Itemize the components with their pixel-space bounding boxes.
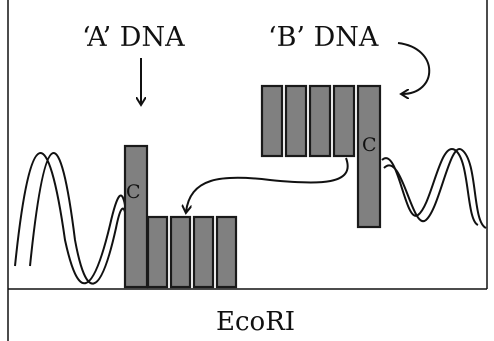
right-bar-3: [308, 84, 332, 158]
right-vertical-bar: [356, 84, 382, 229]
left-bar-3: [192, 215, 215, 289]
label-a-dna: ‘A’ DNA: [82, 22, 185, 53]
left-ecori-bars: [123, 144, 238, 289]
right-bar-4: [332, 84, 356, 158]
label-ecori: EcoRI: [216, 307, 295, 337]
left-bar-2: [169, 215, 192, 289]
left-dna-helix: [14, 152, 126, 285]
label-c-right: C: [362, 134, 377, 156]
right-bar-1: [260, 84, 284, 158]
label-c-left: C: [126, 181, 141, 203]
right-dna-helix: [381, 148, 487, 229]
arrow-transfer: [186, 157, 349, 212]
left-vertical-bar: [123, 144, 149, 289]
left-bar-1: [146, 215, 169, 289]
arrow-b-curve: [397, 42, 431, 94]
right-bar-2: [284, 84, 308, 158]
right-ecori-bars: [260, 84, 382, 229]
label-b-dna: ‘B’ DNA: [268, 22, 379, 53]
left-bar-4: [215, 215, 238, 289]
